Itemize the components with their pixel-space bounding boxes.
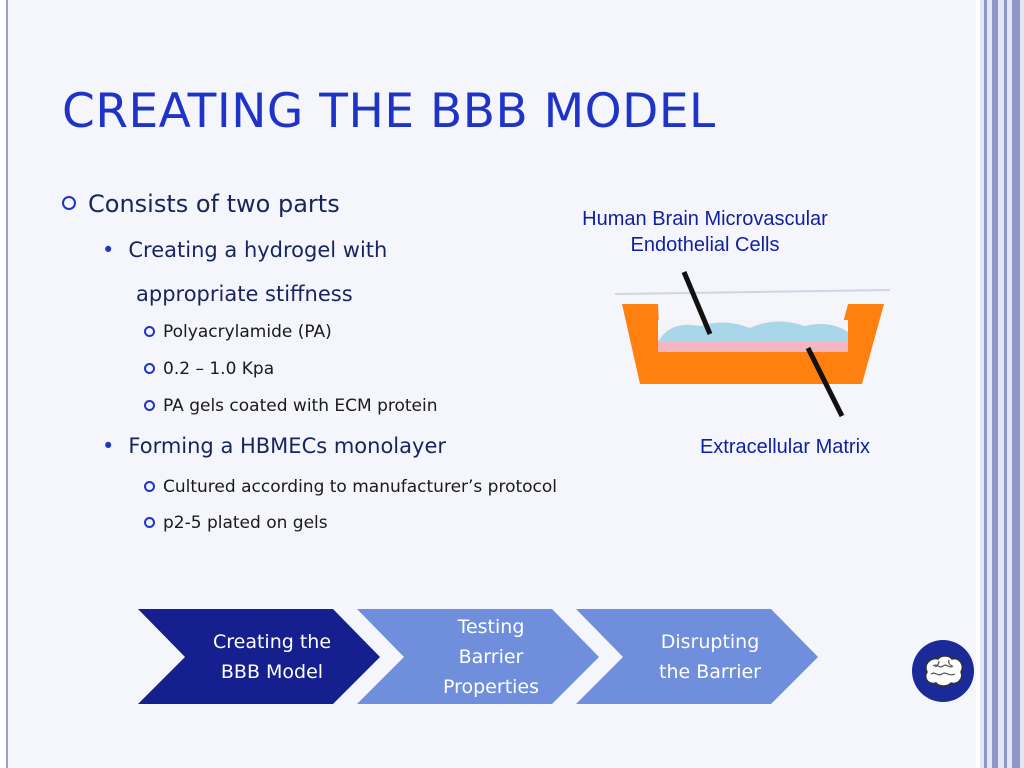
ring-bullet-icon [144, 517, 155, 528]
cells-pointer-line [681, 271, 713, 335]
bullet-level3: p2-5 plated on gels [144, 513, 328, 533]
chevron-step2-shape [357, 609, 599, 704]
ring-bullet-icon [62, 196, 76, 210]
cells-label-line2: Endothelial Cells [630, 234, 780, 256]
cells-label: Human Brain Microvascular Endothelial Ce… [540, 206, 870, 258]
bullet-text: Cultured according to manufacturer’s pro… [163, 477, 558, 497]
bullet-text: 0.2 – 1.0 Kpa [163, 359, 275, 379]
bullet-text: PA gels coated with ECM protein [163, 396, 438, 416]
bullet-text: Consists of two parts [88, 190, 340, 218]
step-line: Barrier [458, 645, 524, 668]
bullet-continuation: appropriate stiffness [136, 282, 353, 306]
brain-badge[interactable] [912, 640, 974, 702]
step-line: Testing [457, 615, 525, 638]
step-line: the Barrier [659, 660, 761, 683]
flow-step-testing[interactable]: Testing Barrier Properties [361, 609, 601, 704]
dot-bullet-icon: • [102, 434, 115, 458]
matrix-label: Extracellular Matrix [699, 436, 871, 458]
step-line: Disrupting [660, 630, 760, 653]
ring-bullet-icon [144, 400, 155, 411]
flow-step-creating[interactable]: Creating the BBB Model [142, 609, 382, 704]
cells-label-line1: Human Brain Microvascular [582, 208, 828, 230]
brain-icon [924, 655, 964, 687]
ring-bullet-icon [144, 481, 155, 492]
matrix-pointer-line [805, 346, 845, 418]
dot-bullet-icon: • [102, 238, 115, 262]
matrix-layer [658, 340, 848, 352]
step-line: Properties [442, 675, 540, 698]
bullet-text: Creating a hydrogel with [128, 238, 388, 262]
ring-bullet-icon [144, 363, 155, 374]
bullet-level2: • Forming a HBMECs monolayer [102, 434, 446, 458]
bullet-level3: Polyacrylamide (PA) [144, 322, 332, 342]
culture-dish-diagram [614, 271, 891, 418]
step-line: BBB Model [220, 660, 324, 683]
step-line: Creating the [212, 630, 332, 653]
process-flow-shapes [138, 609, 818, 704]
slide-title: CREATING THE BBB MODEL [62, 84, 716, 139]
bullet-level2: • Creating a hydrogel with [102, 238, 387, 262]
chevron-step1-shape [138, 609, 380, 704]
bullet-level3: 0.2 – 1.0 Kpa [144, 359, 274, 379]
chevron-step3-shape [576, 609, 818, 704]
bullet-level1: Consists of two parts [62, 190, 340, 218]
bullet-text: Forming a HBMECs monolayer [128, 434, 446, 458]
bullet-level3: Cultured according to manufacturer’s pro… [144, 477, 557, 497]
bullet-level3: PA gels coated with ECM protein [144, 396, 438, 416]
flow-step-disrupting[interactable]: Disrupting the Barrier [580, 609, 820, 704]
ring-bullet-icon [144, 326, 155, 337]
bullet-text: Polyacrylamide (PA) [163, 322, 332, 342]
bullet-text: p2-5 plated on gels [163, 513, 328, 533]
decorative-side-bars [980, 0, 1024, 768]
